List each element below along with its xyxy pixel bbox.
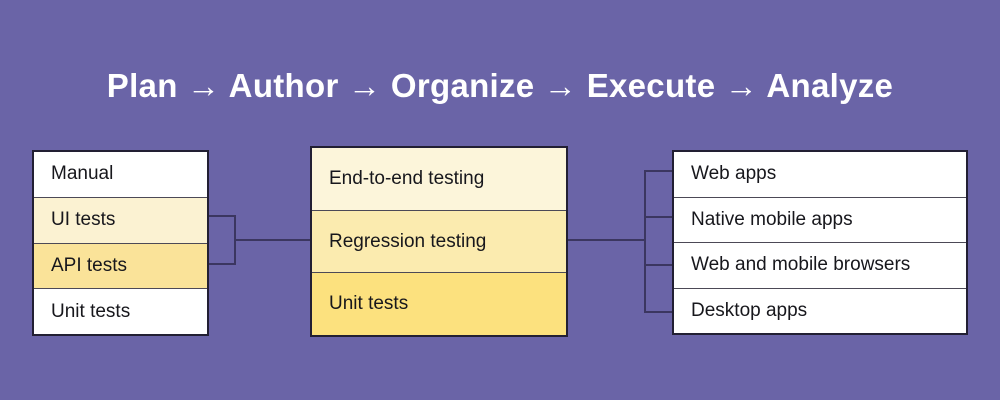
list-item: Web and mobile browsers (674, 242, 966, 288)
list-item: Manual (34, 152, 207, 197)
connector-left-stub-top (209, 215, 236, 217)
connector-right-vertical (644, 170, 646, 313)
connector-right-stub-4 (644, 311, 674, 313)
list-item: UI tests (34, 196, 207, 243)
list-item-label: Desktop apps (691, 299, 808, 321)
list-item-label: Web and mobile browsers (691, 254, 911, 276)
list-item: API tests (34, 242, 207, 289)
connector-trunk-right (568, 239, 646, 241)
test-types-box: Manual UI tests API tests Unit tests (32, 150, 209, 336)
testing-categories-box: End-to-end testing Regression testing Un… (310, 146, 568, 337)
list-item-label: Unit tests (51, 300, 131, 322)
list-item: Native mobile apps (674, 196, 966, 242)
connector-right-stub-1 (644, 170, 674, 172)
list-item-label: Regression testing (329, 230, 487, 252)
target-platforms-box: Web apps Native mobile apps Web and mobi… (672, 150, 968, 335)
list-item-label: Unit tests (329, 293, 409, 315)
list-item: Regression testing (312, 209, 566, 273)
list-item-label: Native mobile apps (691, 208, 853, 230)
list-item: Unit tests (34, 288, 207, 334)
list-item: Desktop apps (674, 287, 966, 333)
connector-right-stub-3 (644, 264, 674, 266)
list-item-label: Manual (51, 163, 114, 185)
page-title: Plan → Author → Organize → Execute → Ana… (106, 67, 894, 104)
list-item-label: UI tests (51, 209, 116, 231)
connector-left-stub-bottom (209, 263, 236, 265)
connector-right-stub-2 (644, 216, 674, 218)
list-item: Web apps (674, 152, 966, 197)
list-item: Unit tests (312, 272, 566, 336)
list-item: End-to-end testing (312, 148, 566, 210)
list-item-label: API tests (51, 254, 128, 276)
list-item-label: Web apps (691, 163, 777, 185)
list-item-label: End-to-end testing (329, 167, 485, 189)
connector-trunk-left (234, 239, 312, 241)
